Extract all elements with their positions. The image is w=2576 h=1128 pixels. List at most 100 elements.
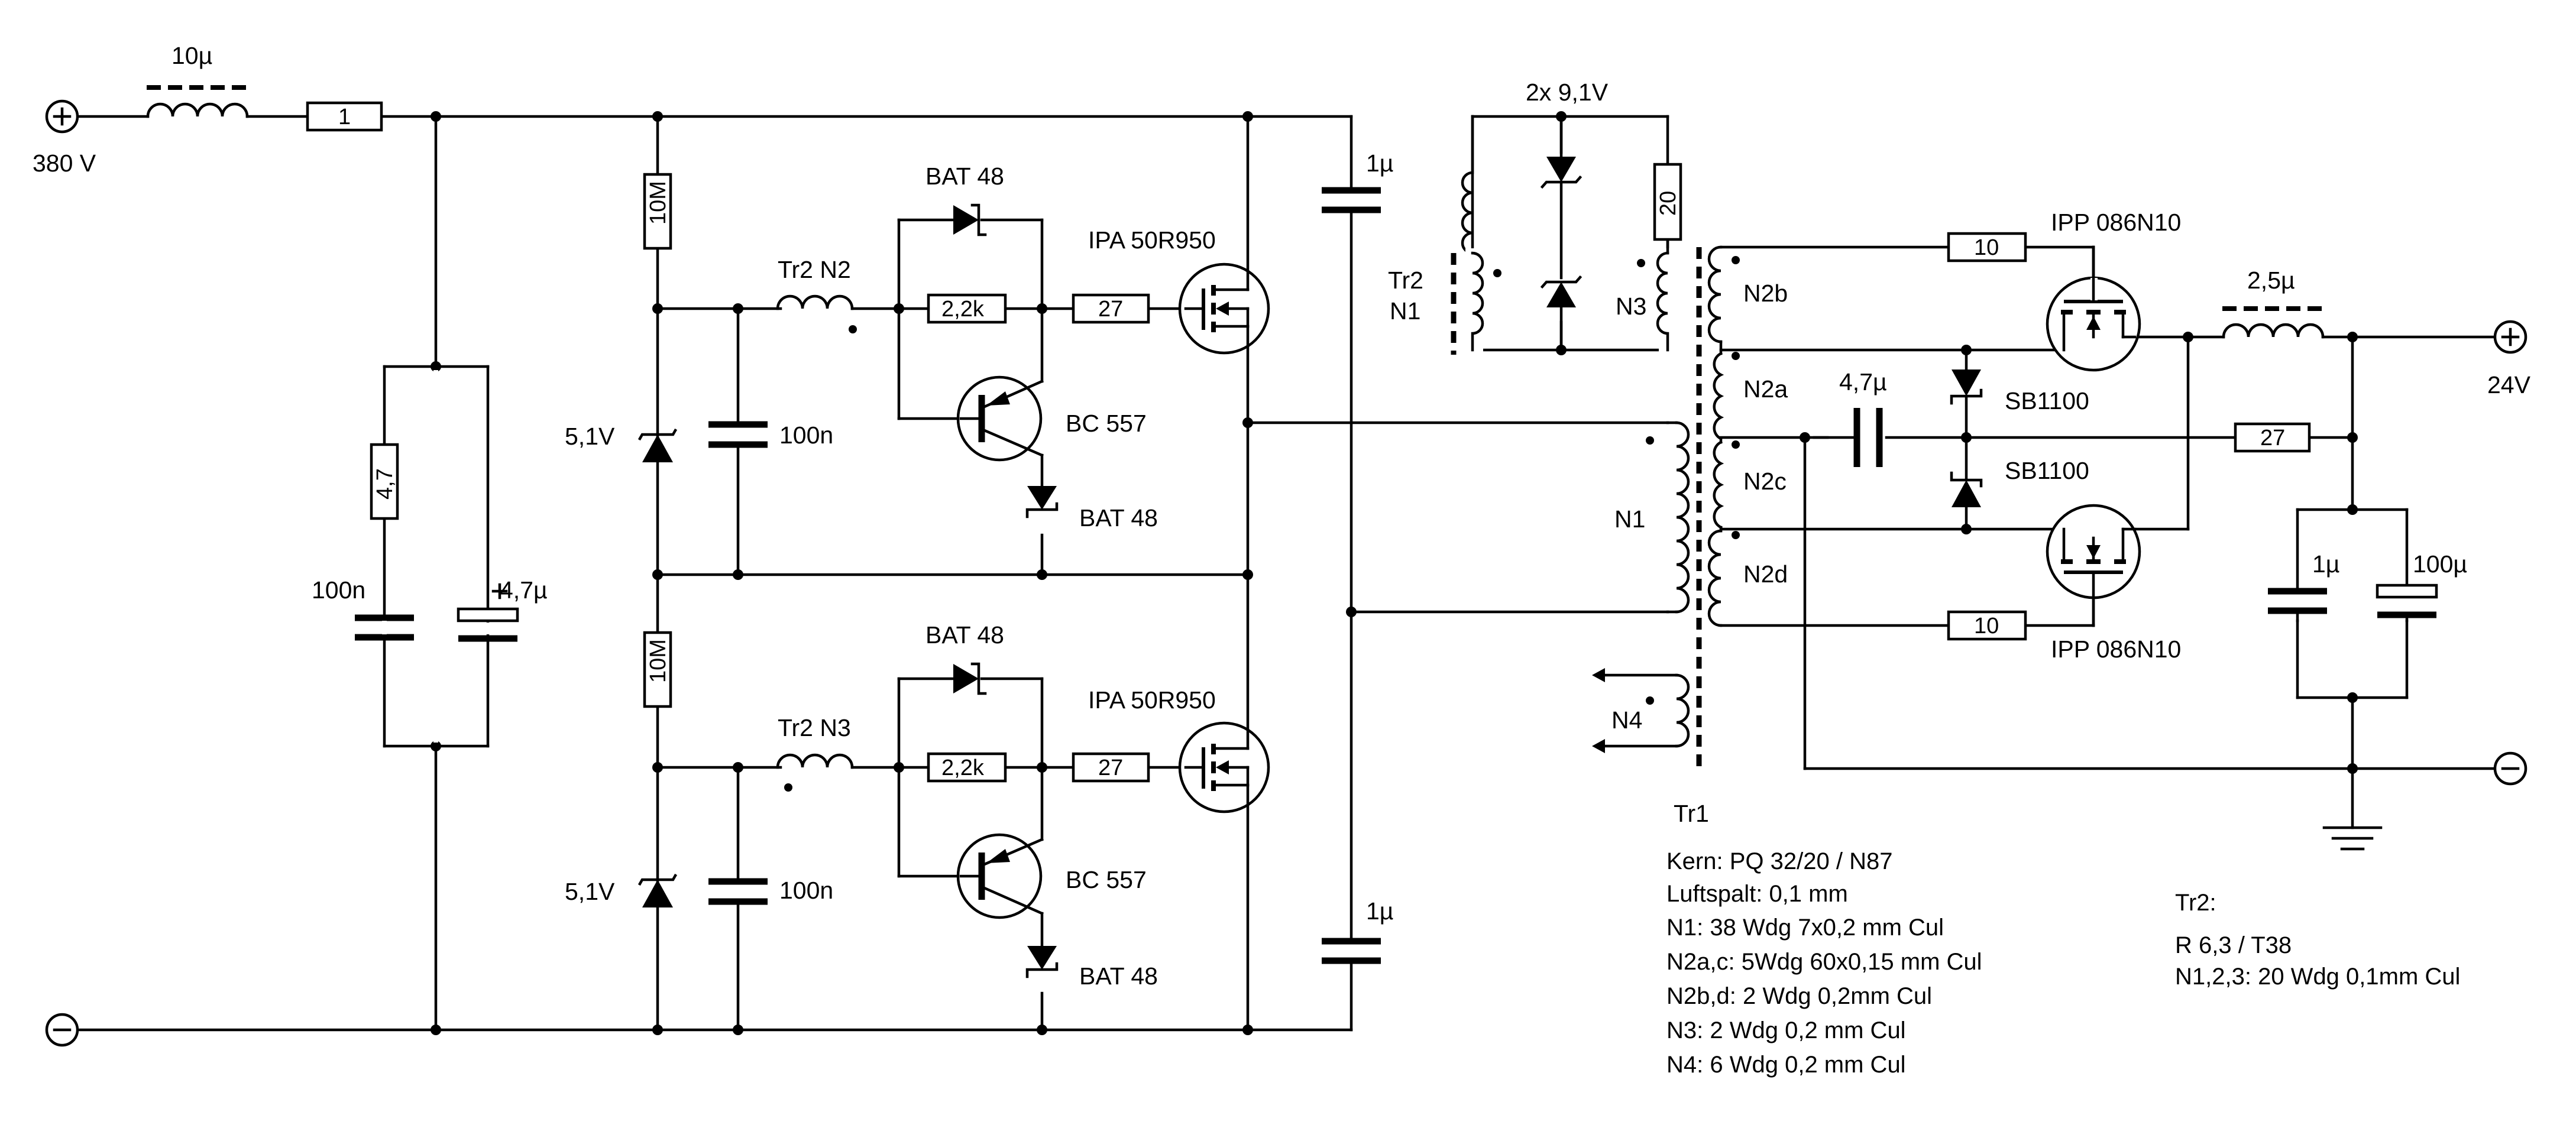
tr2-n1-label-2: N1 bbox=[1390, 297, 1420, 325]
tr2-n2-winding bbox=[778, 296, 852, 309]
sync-mosfet-bottom-label: IPP 086N10 bbox=[2051, 636, 2181, 663]
tr1-n2d-label: N2d bbox=[1743, 560, 1788, 588]
tr2-note-1: R 6,3 / T38 bbox=[2175, 932, 2292, 958]
pnp-transistor-lower bbox=[956, 833, 1044, 919]
zener-pair-label: 2x 9,1V bbox=[1526, 79, 1609, 106]
bc557-upper-label: BC 557 bbox=[1066, 410, 1147, 437]
sb1100-bottom bbox=[1950, 471, 1983, 507]
zener-upper bbox=[637, 428, 678, 462]
pnp-transistor-upper bbox=[956, 375, 1044, 462]
zener-pair bbox=[1540, 115, 1583, 352]
divider-resistor-upper bbox=[643, 173, 672, 250]
bridge-cap-bottom-label: 1µ bbox=[1366, 897, 1393, 925]
tr1-note-3: N1: 38 Wdg 7x0,2 mm Cul bbox=[1666, 915, 1944, 941]
tr1-n2c-label: N2c bbox=[1743, 468, 1787, 495]
output-resistor-27-label: 27 bbox=[2260, 426, 2285, 450]
bridge-cap-top-label: 1µ bbox=[1366, 150, 1393, 177]
cap-100n-upper-label: 100n bbox=[779, 422, 833, 449]
ground-icon bbox=[2322, 826, 2383, 851]
plus-terminal-icon[interactable] bbox=[45, 99, 79, 134]
sec-gate-resistor-top-label: 10 bbox=[1974, 235, 1999, 260]
tr1-secondary-windings bbox=[1707, 245, 1724, 627]
mosfet-lower-label: IPA 50R950 bbox=[1088, 686, 1216, 714]
tr1-note-1: Kern: PQ 32/20 / N87 bbox=[1666, 848, 1892, 874]
bat48-lower-top-label: BAT 48 bbox=[925, 621, 1004, 649]
gate-resistor-lower-label: 27 bbox=[1098, 756, 1123, 780]
cap-100n-lower bbox=[708, 878, 768, 905]
schottky-diode-lower-top bbox=[953, 662, 987, 695]
tr1-n4-label: N4 bbox=[1611, 706, 1642, 734]
cap-4-7u-input bbox=[457, 583, 519, 642]
tr1-note-7: N4: 6 Wdg 0,2 mm Cul bbox=[1666, 1052, 1906, 1078]
output-voltage-label: 24V bbox=[2487, 371, 2531, 398]
input-inductor bbox=[147, 85, 251, 116]
input-voltage-label: 380 V bbox=[33, 150, 96, 177]
output-inductor-label: 2,5µ bbox=[2247, 267, 2295, 294]
tr2-note-title: Tr2: bbox=[2175, 890, 2216, 916]
minus-terminal-icon[interactable] bbox=[45, 1013, 79, 1047]
output-resistor-27 bbox=[2234, 422, 2311, 453]
tr1-n4-winding bbox=[1592, 668, 1690, 753]
resistor-2-2k-upper-label: 2,2k bbox=[941, 297, 985, 322]
secondary-wiring bbox=[1719, 245, 2497, 829]
cap-100n-input-label: 100n bbox=[312, 576, 365, 604]
tr2-resistor-20-label: 20 bbox=[1656, 191, 1681, 216]
tr2-note-2: N1,2,3: 20 Wdg 0,1mm Cul bbox=[2175, 964, 2460, 990]
cap-100n-lower-label: 100n bbox=[779, 877, 833, 904]
gate-resistor-upper bbox=[1072, 293, 1150, 324]
tr2-n3-label: Tr2 N3 bbox=[778, 714, 851, 741]
schottky-diode-lower-bottom bbox=[1025, 946, 1059, 978]
input-inductor-label: 10µ bbox=[171, 42, 212, 69]
tr1-notes: Kern: PQ 32/20 / N87 Luftspalt: 0,1 mm N… bbox=[1666, 848, 1982, 1078]
tr2-resistor-20 bbox=[1653, 163, 1682, 241]
mosfet-hv-lower bbox=[1178, 721, 1270, 813]
tr1-n1-label: N1 bbox=[1614, 505, 1645, 533]
sec-gate-resistor-top bbox=[1947, 232, 2027, 262]
mosfet-hv-upper bbox=[1178, 262, 1270, 355]
output-plus-terminal-icon[interactable] bbox=[2493, 320, 2528, 354]
output-cap-1u bbox=[2268, 588, 2327, 623]
zener-upper-label: 5,1V bbox=[565, 423, 615, 450]
bridge-cap-bottom bbox=[1322, 938, 1381, 964]
sb1100-bottom-label: SB1100 bbox=[2005, 457, 2089, 484]
tr2-n3-winding bbox=[778, 755, 852, 767]
sec-gate-resistor-bottom-label: 10 bbox=[1974, 614, 1999, 638]
sec-cap-4-7u-label: 4,7µ bbox=[1839, 368, 1887, 396]
zener-lower-label: 5,1V bbox=[565, 878, 615, 905]
zener-lower bbox=[637, 873, 678, 907]
tr1-note-2: Luftspalt: 0,1 mm bbox=[1666, 881, 1848, 907]
bat48-upper-bottom-label: BAT 48 bbox=[1079, 504, 1158, 531]
tr1-n1-winding bbox=[1666, 421, 1690, 614]
output-inductor bbox=[2222, 306, 2327, 337]
output-cap-1u-label: 1µ bbox=[2312, 550, 2339, 578]
tr1-n2b-label: N2b bbox=[1743, 280, 1788, 307]
gate-resistor-lower bbox=[1072, 752, 1150, 783]
tr2-n3-label: N3 bbox=[1616, 293, 1646, 320]
tr1-note-6: N3: 2 Wdg 0,2 mm Cul bbox=[1666, 1017, 1906, 1043]
sync-mosfet-bottom bbox=[2046, 504, 2141, 627]
upper-driver bbox=[894, 218, 1187, 576]
schottky-diode-upper-bottom bbox=[1025, 486, 1059, 518]
tr2-n2-label: Tr2 N2 bbox=[778, 256, 851, 283]
input-filter-network bbox=[383, 365, 490, 748]
tr2-n1-label-1: Tr2 bbox=[1388, 267, 1423, 294]
resistor-2-2k-lower bbox=[927, 752, 1007, 783]
sb1100-top bbox=[1950, 369, 1983, 405]
snubber-resistor-label: 4,7 bbox=[373, 468, 397, 500]
sec-gate-resistor-bottom bbox=[1947, 610, 2027, 641]
gate-resistor-upper-label: 27 bbox=[1098, 297, 1123, 322]
schottky-diode-upper-top bbox=[953, 203, 987, 236]
cap-100n-upper bbox=[708, 421, 768, 448]
cap-100n-input bbox=[355, 614, 414, 641]
bat48-lower-bottom-label: BAT 48 bbox=[1079, 962, 1158, 990]
tr1-note-5: N2b,d: 2 Wdg 0,2mm Cul bbox=[1666, 983, 1932, 1009]
mosfet-upper-label: IPA 50R950 bbox=[1088, 226, 1216, 254]
sync-mosfet-top-label: IPP 086N10 bbox=[2051, 209, 2181, 236]
resistor-2-2k-upper bbox=[927, 293, 1007, 324]
tr1-label: Tr1 bbox=[1674, 800, 1709, 827]
divider-resistor-upper-label: 10M bbox=[646, 181, 671, 225]
sec-cap-4-7u bbox=[1853, 408, 1883, 467]
output-minus-terminal-icon[interactable] bbox=[2493, 751, 2528, 786]
bc557-lower-label: BC 557 bbox=[1066, 866, 1147, 893]
